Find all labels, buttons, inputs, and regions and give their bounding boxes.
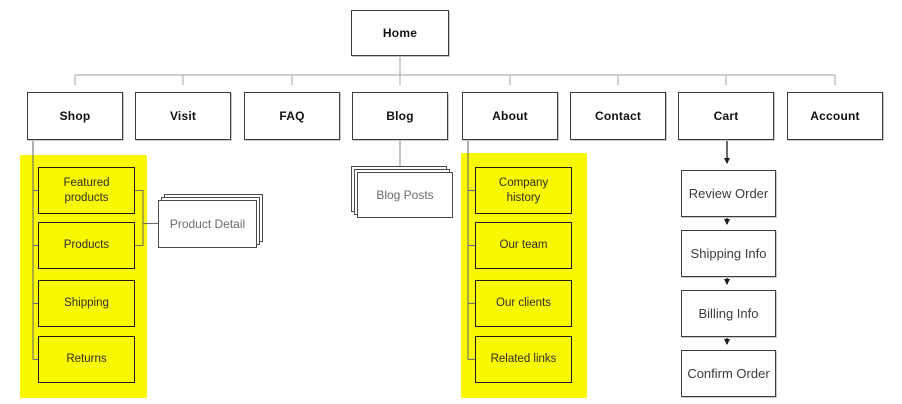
node-product-detail[interactable]: Product Detail	[158, 194, 263, 248]
node-product-detail-label: Product Detail	[158, 200, 257, 248]
node-confirm-order[interactable]: Confirm Order	[681, 350, 776, 397]
node-blog[interactable]: Blog	[352, 92, 448, 140]
node-products[interactable]: Products	[38, 222, 135, 269]
node-visit[interactable]: Visit	[135, 92, 231, 140]
node-featured-products[interactable]: Featured products	[38, 167, 135, 214]
node-account[interactable]: Account	[787, 92, 883, 140]
node-about[interactable]: About	[462, 92, 558, 140]
about-highlight-band	[461, 153, 587, 398]
node-blog-posts[interactable]: Blog Posts	[351, 166, 453, 218]
node-shipping[interactable]: Shipping	[38, 280, 135, 327]
node-shipping-info[interactable]: Shipping Info	[681, 230, 776, 277]
node-blog-posts-label: Blog Posts	[357, 172, 453, 218]
shop-highlight-band	[20, 155, 147, 398]
node-related-links[interactable]: Related links	[475, 336, 572, 383]
node-review-order[interactable]: Review Order	[681, 170, 776, 217]
node-returns[interactable]: Returns	[38, 336, 135, 383]
node-contact[interactable]: Contact	[570, 92, 666, 140]
node-company-history[interactable]: Company history	[475, 167, 572, 214]
node-our-team[interactable]: Our team	[475, 222, 572, 269]
node-home[interactable]: Home	[351, 10, 449, 56]
node-cart[interactable]: Cart	[678, 92, 774, 140]
node-shop[interactable]: Shop	[27, 92, 123, 140]
home-tree-connectors	[74, 56, 836, 85]
node-our-clients[interactable]: Our clients	[475, 280, 572, 327]
node-faq[interactable]: FAQ	[244, 92, 340, 140]
node-billing-info[interactable]: Billing Info	[681, 290, 776, 337]
